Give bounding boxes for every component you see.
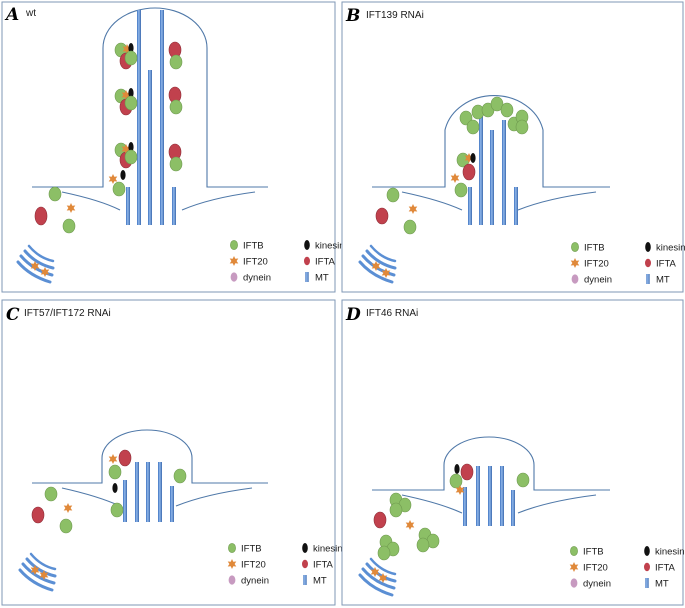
panel-c-cytoplasm-particles: [31, 486, 73, 534]
legend-ift20-label: IFT20: [243, 257, 268, 268]
panel-a-title: wt: [25, 8, 36, 19]
panel-d-frame: [341, 299, 684, 606]
legend-mt-label: MT: [656, 275, 670, 286]
panel-b-microtubules: [468, 116, 518, 225]
panel-d-cilium-membrane: [372, 436, 610, 491]
legend-dynein-label: dynein: [584, 275, 612, 286]
panel-c-legend: IFTB IFT20 dynein kinesinII IFTA MT: [227, 542, 348, 587]
legend-mt-label: MT: [313, 576, 327, 587]
panel-a-ift-trains-left: [108, 42, 138, 197]
legend-ifta-label: IFTA: [655, 563, 676, 574]
panel-c-cilium-membrane: [32, 429, 268, 484]
panel-b-cilium-membrane: [372, 95, 610, 188]
legend-iftb-label: IFTB: [241, 544, 262, 555]
panel-d-legend: IFTB IFT20 dynein kinesinII IFTA MT: [569, 545, 685, 590]
legend-iftb-label: IFTB: [243, 241, 264, 252]
panel-a-microtubules: [126, 10, 176, 225]
panel-b-base-trains: [450, 152, 476, 198]
panel-a-ift-trains-right: [168, 41, 183, 172]
panel-c-microtubules: [123, 462, 174, 522]
panel-c-cilium-particles: [108, 449, 187, 518]
legend-ift20-label: IFT20: [583, 563, 608, 574]
panel-a-transition-fiber-left: [61, 191, 121, 211]
panel-b: B IFT139 RNAi: [341, 1, 685, 293]
legend-dynein-label: dynein: [241, 576, 269, 587]
panel-b-cytoplasm-particles: [375, 187, 418, 235]
panel-b-letter: B: [345, 6, 360, 26]
panel-d-letter: D: [345, 305, 361, 325]
panel-d-title: IFT46 RNAi: [366, 308, 418, 319]
legend-kinesin-label: kinesinII: [313, 544, 348, 555]
legend-iftb-label: IFTB: [584, 243, 605, 254]
panel-a-transition-fiber-right: [181, 191, 256, 211]
legend-dynein-label: dynein: [243, 273, 271, 284]
legend-ifta-label: IFTA: [656, 259, 677, 270]
panel-c-frame: [1, 299, 336, 606]
panel-d-microtubules: [463, 466, 515, 526]
panel-a-legend: IFTB IFT20 dynein kinesinII IFTA MT: [229, 239, 350, 284]
legend-mt-label: MT: [315, 273, 329, 284]
panel-c: C IFT57/IFT172 RNAi: [1, 299, 348, 606]
panel-b-accumulated-iftb: [459, 96, 529, 135]
panel-a-cilium-membrane: [32, 7, 268, 188]
legend-kinesin-label: kinesinII: [655, 547, 685, 558]
panel-a-cytoplasm-particles: [34, 186, 76, 234]
legend-mt-label: MT: [655, 579, 669, 590]
panel-a-frame: [1, 1, 336, 293]
panel-b-frame: [341, 1, 684, 293]
panel-b-title: IFT139 RNAi: [366, 10, 424, 21]
panel-a-letter: A: [4, 5, 19, 25]
legend-kinesin-label: kinesinII: [315, 241, 350, 252]
legend-dynein-label: dynein: [583, 579, 611, 590]
legend-iftb-label: IFTB: [583, 547, 604, 558]
panel-d: D IFT46 RNAi: [341, 299, 685, 606]
legend-ift20-label: IFT20: [584, 259, 609, 270]
panel-d-cytoplasm-particles: [373, 492, 440, 561]
panel-c-letter: C: [6, 305, 20, 325]
legend-kinesin-label: kinesinII: [656, 243, 685, 254]
panel-c-title: IFT57/IFT172 RNAi: [24, 308, 111, 319]
panel-b-legend: IFTB IFT20 dynein kinesinII IFTA MT: [570, 241, 685, 286]
panel-a: A wt: [1, 1, 350, 293]
legend-ifta-label: IFTA: [313, 560, 334, 571]
panel-d-cilium-particles: [449, 463, 530, 495]
legend-ift20-label: IFT20: [241, 560, 266, 571]
legend-ifta-label: IFTA: [315, 257, 336, 268]
